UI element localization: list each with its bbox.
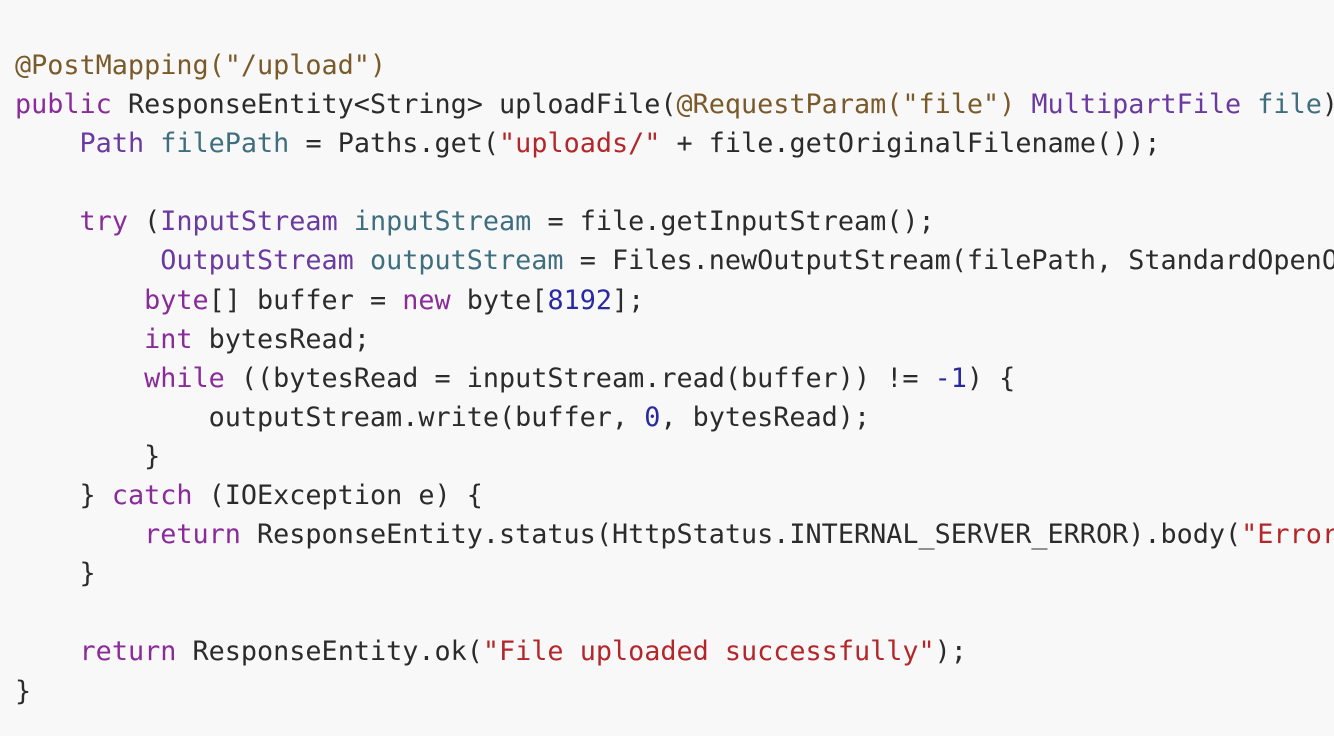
code-token-type: Path xyxy=(79,128,145,160)
code-line: ​ xyxy=(15,163,1334,202)
code-token-plain xyxy=(15,206,80,237)
code-token-plain: } xyxy=(15,480,112,512)
code-line: Path filePath = Paths.get("uploads/" + f… xyxy=(15,124,1334,163)
code-token-variable: file xyxy=(1257,89,1322,121)
code-token-type: InputStream xyxy=(160,206,338,238)
code-token-plain xyxy=(144,128,160,159)
code-token-keyword: return xyxy=(144,519,241,551)
code-token-keyword: byte xyxy=(144,284,209,316)
code-token-plain: = Files.newOutputStream(filePath, Standa… xyxy=(579,245,1334,277)
code-line: outputStream.write(buffer, 0, bytesRead)… xyxy=(15,398,1334,437)
code-token-plain: = file.getInputStream(); xyxy=(531,206,935,238)
code-token-keyword: catch xyxy=(111,480,193,512)
code-token-plain xyxy=(15,324,144,355)
code-token-plain: bytesRead; xyxy=(192,323,370,355)
code-token-plain: ) { xyxy=(966,362,1016,394)
code-token-plain: byte[ xyxy=(450,284,548,316)
code-line: while ((bytesRead = inputStream.read(buf… xyxy=(15,359,1334,398)
code-token-plain: } xyxy=(15,675,32,707)
code-token-plain xyxy=(15,636,80,667)
code-token-plain xyxy=(1015,89,1031,120)
code-token-number: 0 xyxy=(644,401,661,433)
code-token-number: -1 xyxy=(934,362,967,394)
code-line: try (InputStream inputStream = file.getI… xyxy=(15,202,1334,241)
code-line: } xyxy=(15,672,1334,711)
code-line: ​ xyxy=(15,593,1334,632)
code-token-plain xyxy=(338,206,354,237)
code-token-plain: ResponseEntity.ok( xyxy=(176,636,483,668)
code-token-type: OutputStream xyxy=(160,245,354,277)
code-line: byte[] buffer = new byte[8192]; xyxy=(15,281,1334,320)
code-line: } xyxy=(15,554,1334,593)
code-token-plain xyxy=(1241,89,1257,120)
code-token-plain: ResponseEntity.status(HttpStatus.INTERNA… xyxy=(240,519,1242,551)
code-token-plain xyxy=(15,245,160,276)
code-token-keyword: new xyxy=(402,284,451,316)
code-token-plain: ]; xyxy=(612,284,645,316)
code-token-plain: + file.getOriginalFilename()); xyxy=(660,128,1161,160)
code-token-keyword: return xyxy=(79,636,177,668)
code-token-variable: outputStream xyxy=(369,245,564,277)
code-line: return ResponseEntity.status(HttpStatus.… xyxy=(15,515,1334,554)
code-line: } catch (IOException e) { xyxy=(15,476,1334,515)
code-line: @PostMapping("/upload") xyxy=(15,46,1334,85)
code-token-keyword: int xyxy=(144,323,193,355)
code-token-plain: ((bytesRead = inputStream.read(buffer)) … xyxy=(224,362,935,394)
code-line: return ResponseEntity.ok("File uploaded … xyxy=(15,632,1334,671)
code-token-number: 8192 xyxy=(547,284,612,316)
code-token-plain: = Paths.get( xyxy=(289,128,500,160)
code-token-plain: ); xyxy=(934,636,967,668)
code-token-plain xyxy=(15,128,80,159)
code-listing: @PostMapping("/upload") public ResponseEn… xyxy=(15,46,1334,711)
code-token-annotation: @PostMapping("/upload") xyxy=(15,50,387,81)
code-token-plain: outputStream.write(buffer, xyxy=(15,401,645,433)
code-token-plain: } xyxy=(15,440,161,472)
code-token-plain xyxy=(15,363,144,394)
code-token-keyword: public xyxy=(15,89,112,121)
code-line: OutputStream outputStream = Files.newOut… xyxy=(15,241,1334,280)
code-token-variable: inputStream xyxy=(353,206,532,238)
code-token-plain: ( xyxy=(127,206,161,238)
code-line: } xyxy=(15,437,1334,476)
code-token-plain: [] buffer = xyxy=(208,284,403,316)
code-token-plain xyxy=(354,245,370,276)
code-token-plain: (IOException e) { xyxy=(192,480,483,512)
code-token-string: "Error uploading file" xyxy=(1241,519,1334,551)
code-token-plain: , bytesRead); xyxy=(660,401,871,433)
code-token-keyword: while xyxy=(144,362,225,394)
code-token-type: MultipartFile xyxy=(1031,89,1242,121)
code-token-variable: filePath xyxy=(160,128,290,160)
code-token-string: "File uploaded successfully" xyxy=(482,636,935,668)
code-line: public ResponseEntity<String> uploadFile… xyxy=(15,85,1334,124)
code-line: int bytesRead; xyxy=(15,320,1334,359)
code-token-plain: } xyxy=(15,558,96,590)
code-token-plain xyxy=(15,519,144,550)
code-token-plain xyxy=(15,285,144,316)
code-token-plain: ) { xyxy=(1322,89,1334,120)
code-token-string: "uploads/" xyxy=(499,128,661,160)
code-token-keyword: try xyxy=(79,206,128,238)
code-token-plain: ResponseEntity<String> uploadFile( xyxy=(111,89,677,121)
code-token-annotation: @RequestParam("file") xyxy=(676,89,1016,121)
